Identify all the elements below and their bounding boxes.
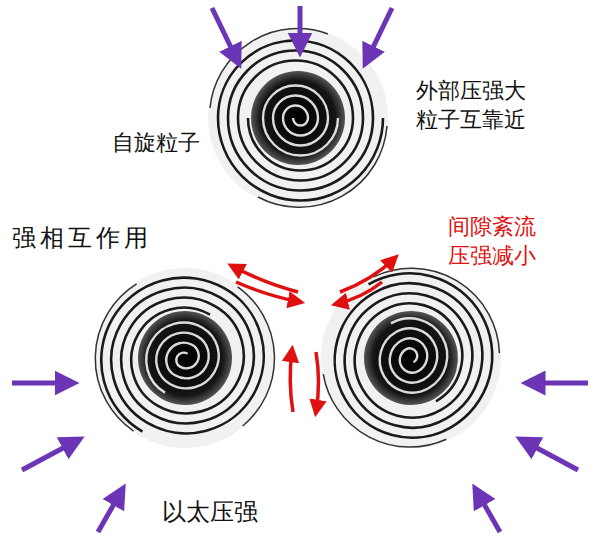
pressure-note: 外部压强大 粒子互靠近	[414, 76, 535, 135]
turbulence-note: 间隙紊流 压强减小	[446, 212, 545, 271]
ether-label: 以太压强	[160, 496, 260, 529]
particle-label: 自旋粒子	[110, 128, 202, 159]
force-label: 强相互作用	[10, 222, 154, 255]
